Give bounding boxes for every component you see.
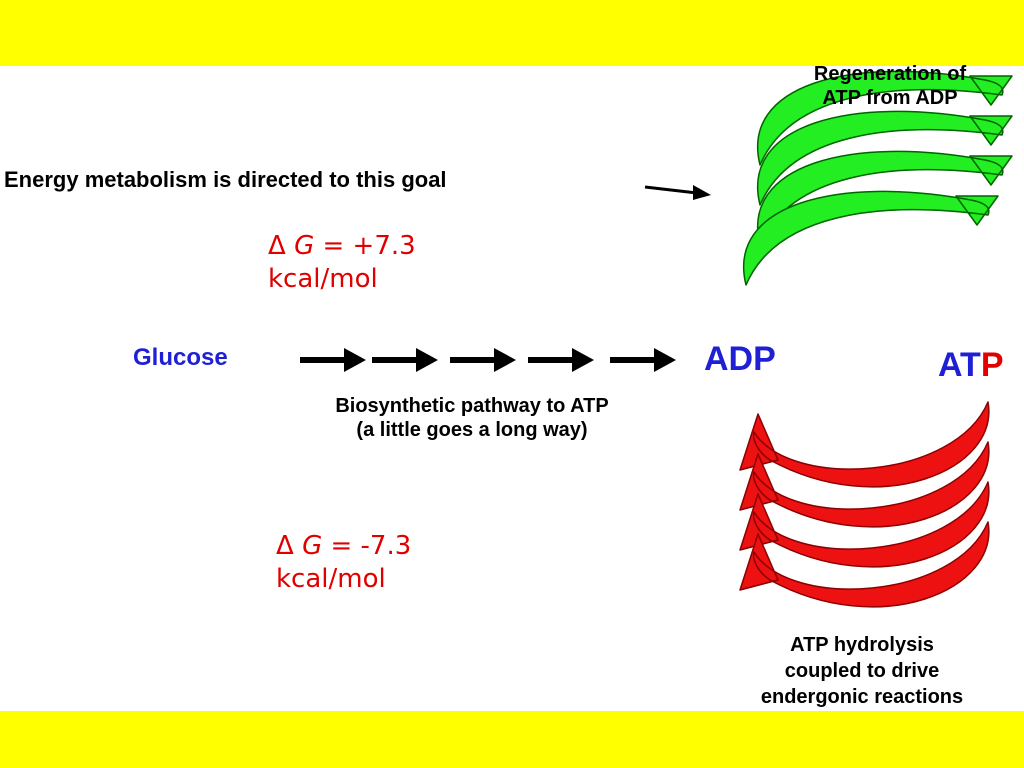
glucose-label: Glucose — [133, 344, 228, 371]
hydrolysis-arrows — [739, 401, 990, 608]
pathway-line-1: Biosynthetic pathway to ATP — [335, 395, 609, 417]
goal-text: Energy metabolism is directed to this go… — [4, 167, 447, 192]
pathway-line-2: (a little goes a long way) — [356, 419, 588, 441]
g-symbol: G — [294, 231, 315, 261]
regeneration-label: Regeneration of ATP from ADP — [760, 62, 1020, 110]
g-symbol: G — [302, 531, 323, 561]
delta-g-unit: kcal/mol — [268, 264, 378, 294]
step-arrow-2 — [372, 348, 438, 372]
red-arrow — [739, 401, 990, 488]
atp-phosphate: P — [980, 346, 1004, 384]
hydrolysis-line-1: ATP hydrolysis — [790, 634, 934, 656]
delta-g-negative: Δ G = -7.3 kcal/mol — [276, 530, 411, 596]
delta-g-positive: Δ G = +7.3 kcal/mol — [268, 230, 416, 296]
atp-label: ATP — [938, 346, 1004, 385]
hydrolysis-line-3: endergonic reactions — [760, 686, 964, 708]
atp-prefix: AT — [938, 346, 981, 384]
delta-g-value: = -7.3 — [322, 531, 412, 561]
hydrolysis-line-2: coupled to drive — [784, 660, 940, 682]
delta-g-value: = +7.3 — [314, 231, 416, 261]
step-arrow-3 — [450, 348, 516, 372]
step-arrow-4 — [528, 348, 594, 372]
step-arrow-5 — [610, 348, 676, 372]
pathway-label: Biosynthetic pathway to ATP (a little go… — [262, 394, 682, 442]
regeneration-line-2: ATP from ADP — [822, 87, 958, 109]
pathway-step-arrows — [300, 348, 676, 372]
regeneration-line-1: Regeneration of — [813, 63, 967, 85]
step-arrow-1 — [300, 348, 366, 372]
delta-symbol: Δ — [276, 531, 294, 561]
adp-label: ADP — [704, 340, 776, 378]
goal-pointer-arrow — [644, 185, 711, 200]
delta-symbol: Δ — [268, 231, 286, 261]
hydrolysis-label: ATP hydrolysis coupled to drive endergon… — [712, 632, 1012, 710]
delta-g-unit: kcal/mol — [276, 564, 386, 594]
